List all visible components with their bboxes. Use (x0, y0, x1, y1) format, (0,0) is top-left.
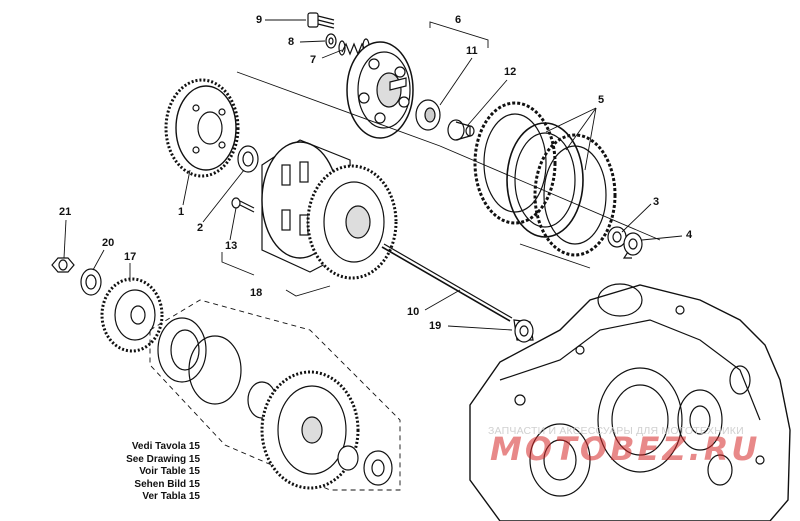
callout-12: 12 (504, 66, 517, 78)
part-20-washer (80, 268, 102, 296)
part-21-nut (51, 257, 75, 273)
see-note-english: See Drawing 15 (126, 453, 200, 465)
callout-6: 6 (455, 14, 462, 26)
see-note-german: Sehen Bild 15 (134, 478, 200, 490)
see-note-spanish: Ver Tabla 15 (142, 491, 200, 503)
callout-19: 19 (429, 320, 442, 332)
part-18-bracket (221, 252, 331, 297)
callout-3: 3 (653, 196, 660, 208)
callout-18: 18 (250, 287, 263, 299)
part-5-clutch-plates (473, 101, 617, 257)
callout-8: 8 (288, 36, 295, 48)
callout-20: 20 (102, 237, 115, 249)
watermark-caption: ЗАПЧАСТИ И АКСЕССУАРЫ ДЛЯ МОТОТЕХНИКИ (488, 425, 744, 437)
part-10-pushrod (381, 243, 513, 322)
part-1-primary-gear (164, 78, 240, 178)
part-4-lock-washer (622, 232, 643, 259)
part-17-sprocket-gear (100, 277, 164, 353)
callout-17: 17 (124, 251, 137, 263)
callout-1: 1 (178, 206, 185, 218)
callout-13: 13 (225, 240, 238, 252)
leader-lines (63, 19, 683, 331)
part-12-pushrod-piece (447, 119, 475, 141)
callout-4: 4 (686, 229, 693, 241)
callout-11: 11 (466, 45, 478, 57)
engine-crankcase (469, 283, 791, 521)
callout-2: 2 (197, 222, 204, 234)
watermark-logo: MOTOBEZ.RU (490, 430, 761, 468)
drawing-15-group (149, 299, 401, 491)
callout-5: 5 (598, 94, 605, 106)
part-3-nut (607, 226, 627, 248)
part-2-thrust-washer (237, 145, 259, 173)
callout-21: 21 (59, 206, 72, 218)
see-note-italian: Vedi Tavola 15 (131, 441, 200, 452)
part-19-bushing (513, 319, 534, 343)
part-11-bearing (415, 99, 441, 131)
callout-10: 10 (407, 306, 420, 318)
see-note-french: Voir Table 15 (139, 466, 200, 478)
callout-7: 7 (310, 54, 317, 66)
part-9-bolt (307, 12, 335, 29)
see-drawing-15-note: Vedi Tavola 15 See Drawing 15 Voir Table… (108, 441, 200, 504)
part-6-pressure-plate (346, 41, 414, 139)
parts-5-bracket (236, 21, 661, 269)
part-8-washer (325, 33, 337, 49)
callout-9: 9 (256, 14, 263, 26)
part-18-clutch-housing (261, 139, 398, 280)
